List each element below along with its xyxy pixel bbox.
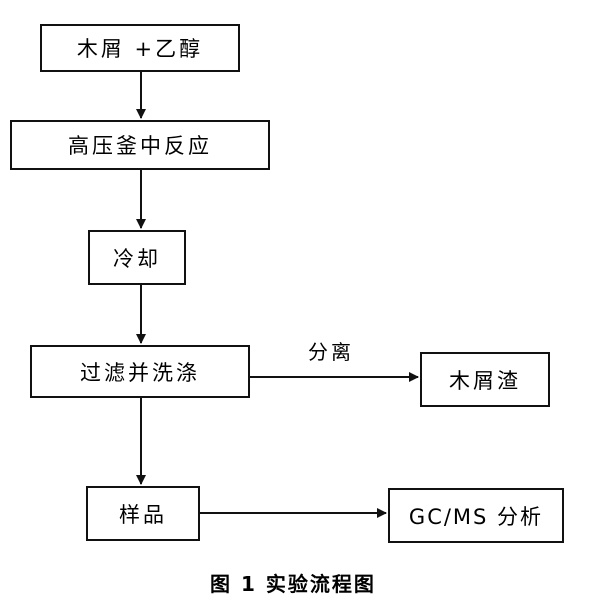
step-filter-wash: 过滤并洗涤 bbox=[30, 345, 250, 398]
step-filter-wash-label: 过滤并洗涤 bbox=[80, 360, 200, 385]
step-residue-label: 木屑渣 bbox=[449, 368, 521, 393]
step-sample-label: 样品 bbox=[119, 502, 167, 527]
step-analysis-label: GC/MS 分析 bbox=[408, 504, 544, 529]
step-reactor: 高压釜中反应 bbox=[10, 120, 270, 170]
step-raw-material: 木屑 +乙醇 bbox=[40, 24, 240, 72]
figure-caption: 图 1 实验流程图 bbox=[210, 572, 376, 596]
step-cooling: 冷却 bbox=[88, 230, 186, 285]
edge-label-separation: 分离 bbox=[308, 340, 354, 364]
step-reactor-label: 高压釜中反应 bbox=[68, 134, 212, 158]
step-residue: 木屑渣 bbox=[420, 352, 550, 407]
step-sample: 样品 bbox=[86, 486, 200, 541]
step-analysis: GC/MS 分析 bbox=[388, 488, 564, 543]
step-cooling-label: 冷却 bbox=[113, 246, 161, 271]
step-raw-material-label: 木屑 +乙醇 bbox=[76, 37, 204, 61]
